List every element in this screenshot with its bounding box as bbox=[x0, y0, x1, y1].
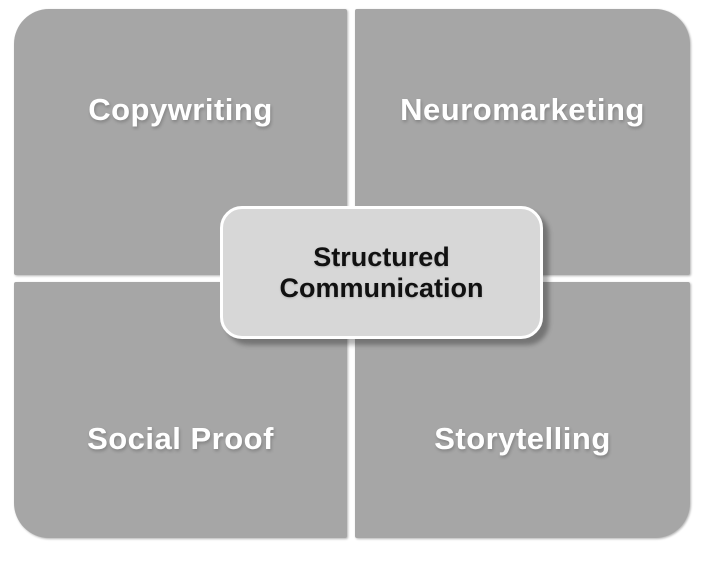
center-node-label: Structured Communication bbox=[279, 242, 483, 303]
center-node: Structured Communication bbox=[220, 206, 543, 339]
quadrant-copywriting: Copywriting bbox=[14, 9, 347, 275]
quadrant-copywriting-label: Copywriting bbox=[88, 92, 273, 127]
center-node-label-line1: Structured bbox=[313, 242, 450, 272]
quadrant-social-proof: Social Proof bbox=[14, 282, 347, 538]
quadrant-storytelling-label: Storytelling bbox=[434, 421, 611, 456]
quadrant-social-proof-label: Social Proof bbox=[87, 421, 274, 456]
center-node-label-line2: Communication bbox=[279, 272, 484, 303]
quadrant-neuromarketing-label: Neuromarketing bbox=[400, 92, 645, 127]
